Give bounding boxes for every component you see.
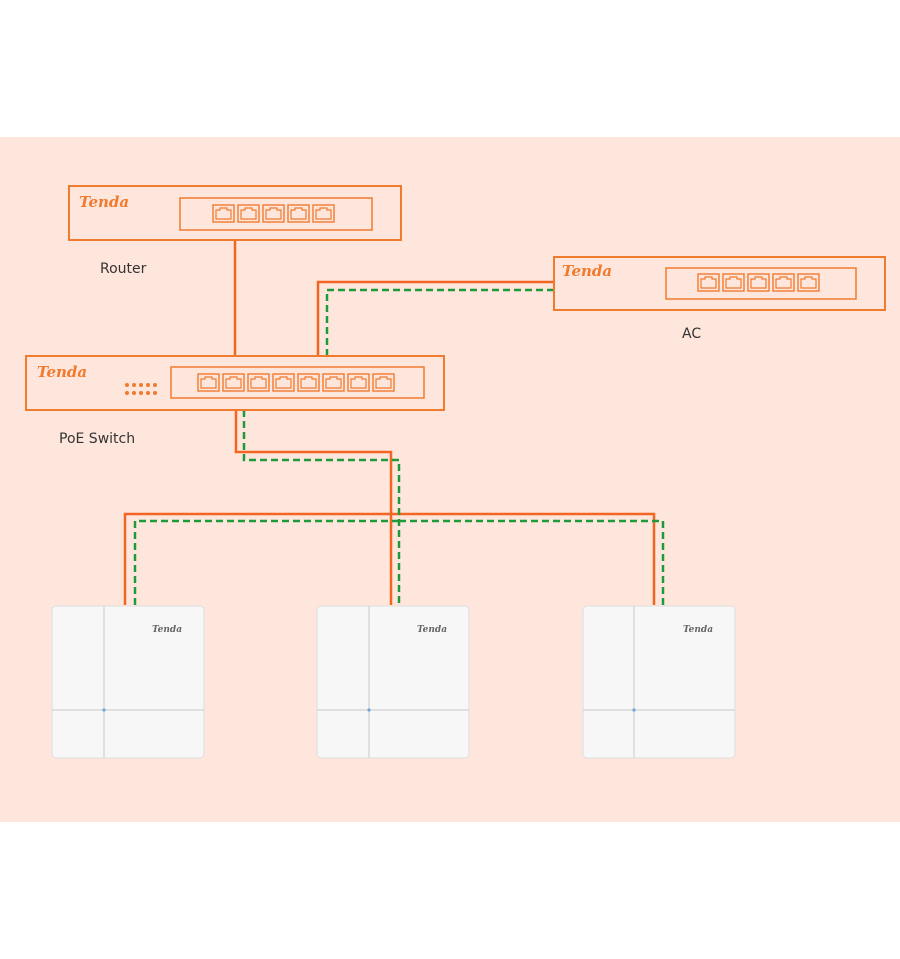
ap1-brand-logo: Tenda — [152, 625, 182, 635]
access-controller-icon: Tenda — [553, 256, 886, 311]
switch-ap-control-link — [133, 410, 665, 605]
ap2-brand-logo: Tenda — [417, 625, 447, 635]
poe-switch-icon: Tenda — [25, 355, 445, 411]
switch-port-panel — [170, 366, 425, 399]
poe-switch-label: PoE Switch — [59, 431, 135, 447]
router-port-panel — [179, 197, 373, 231]
ac-switch-control-link — [325, 288, 554, 356]
access-point-3-icon: Tenda — [582, 605, 736, 759]
router-label: Router — [100, 261, 147, 277]
connections — [123, 240, 665, 605]
switch-ap-cable — [123, 410, 656, 605]
ac-label: AC — [682, 326, 701, 342]
ac-switch-cable — [316, 280, 554, 356]
switch-brand-logo: Tenda — [37, 363, 87, 381]
router-brand-logo: Tenda — [79, 193, 129, 211]
access-point-2-icon: Tenda — [316, 605, 470, 759]
access-point-1-icon: Tenda — [51, 605, 205, 759]
ac-brand-logo: Tenda — [562, 262, 612, 280]
switch-status-leds — [125, 383, 157, 395]
ap3-brand-logo: Tenda — [683, 625, 713, 635]
ac-port-panel — [665, 267, 857, 300]
router-icon: Tenda — [68, 185, 402, 241]
